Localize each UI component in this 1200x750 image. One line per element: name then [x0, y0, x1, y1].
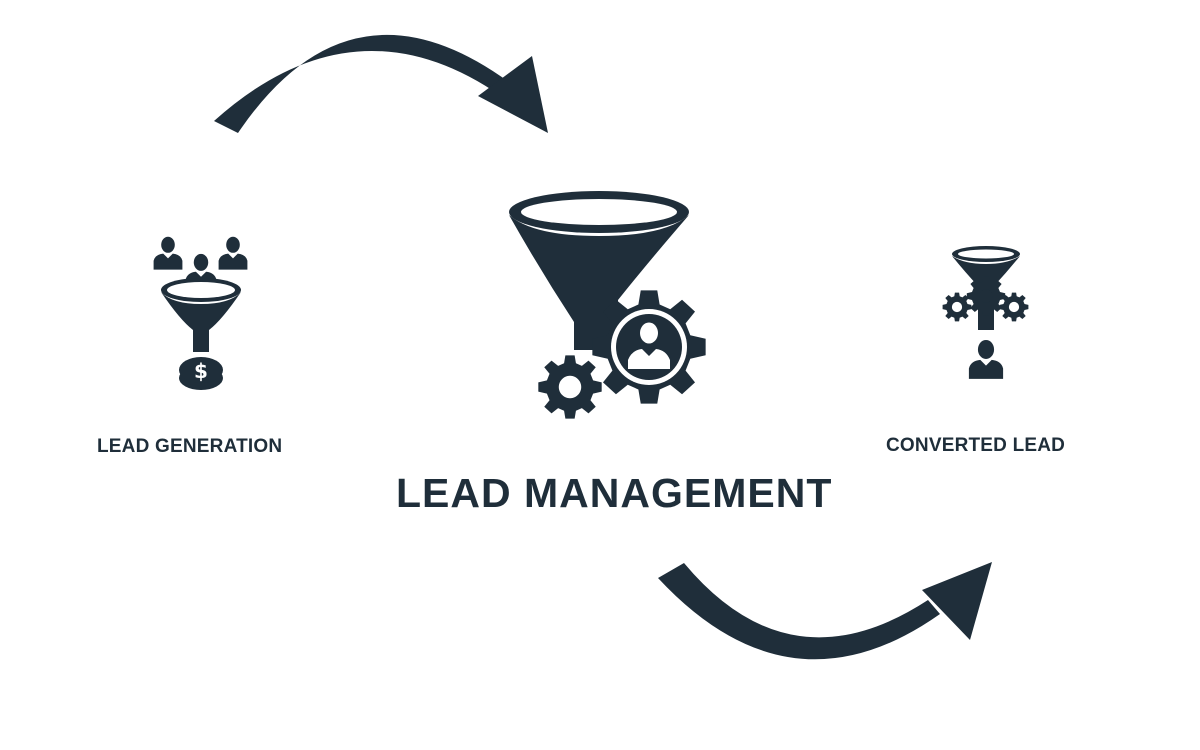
bottom-curved-arrow-icon	[658, 562, 992, 660]
funnel-icon	[161, 278, 241, 352]
person-icon	[628, 322, 670, 369]
converted-lead-label: CONVERTED LEAD	[886, 435, 1066, 456]
converted-lead-icon	[942, 246, 1029, 379]
small-gear-icon	[538, 355, 602, 419]
funnel-icon	[952, 246, 1020, 330]
lead-management-icon	[509, 191, 706, 419]
dollar-coin-icon: $	[179, 357, 223, 390]
funnel-icon	[509, 191, 689, 350]
person-icon	[968, 339, 1004, 379]
large-gear-icon	[592, 290, 706, 404]
lead-generation-icon: $	[153, 236, 248, 390]
lead-generation-label: LEAD GENERATION	[97, 436, 283, 457]
svg-text:$: $	[194, 359, 208, 383]
top-curved-arrow-icon	[214, 34, 548, 133]
lead-management-title: LEAD MANAGEMENT	[396, 470, 833, 516]
